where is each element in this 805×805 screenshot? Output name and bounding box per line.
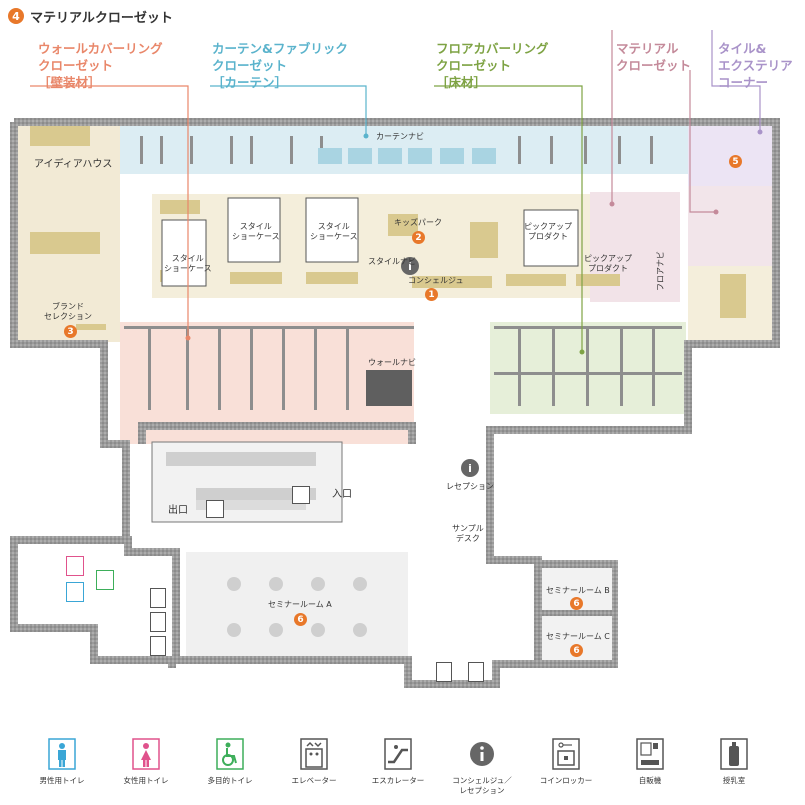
- elevator-icon[interactable]: [436, 662, 452, 682]
- tile-zone-dot: [757, 129, 763, 135]
- seminar-tables: [227, 577, 367, 637]
- male-toilet-icon: [48, 738, 76, 770]
- legend-info: コンシェルジュ／レセプション: [446, 738, 518, 796]
- floor-navi-label: フロアナビ: [656, 251, 665, 291]
- concierge-label: コンシェルジュ: [408, 276, 464, 285]
- reception-label: レセプション: [446, 482, 494, 491]
- svg-text:i: i: [468, 462, 472, 475]
- seminar-a-label: セミナールーム A: [268, 600, 332, 609]
- wall-navi-label: ウォールナビ: [368, 358, 416, 367]
- style-showcase-label-2: スタイルショーケース: [232, 222, 280, 241]
- page-title: マテリアルクローゼット: [30, 10, 173, 26]
- legend-female-toilet: 女性用トイレ: [110, 738, 182, 786]
- map-header: 4 マテリアルクローゼット: [8, 6, 173, 26]
- svg-text:i: i: [408, 260, 412, 273]
- kids-park-label: キッズパーク: [394, 218, 442, 227]
- marker-concierge[interactable]: 1: [425, 288, 438, 301]
- zone-leader-lines: [30, 30, 761, 352]
- floor-number-badge: 4: [8, 8, 24, 24]
- info-icon: [470, 742, 494, 766]
- material-zone-dot-2: [713, 209, 719, 215]
- style-showcase-label-1: スタイルショーケース: [164, 254, 212, 273]
- escalator-icon[interactable]: [292, 486, 310, 504]
- style-showcase-label-3: スタイルショーケース: [310, 222, 358, 241]
- escalator-icon: [384, 738, 412, 770]
- sample-desk-label: サンプルデスク: [452, 524, 484, 543]
- legend-vending-machine: 自販機: [614, 738, 686, 786]
- seminar-c-label: セミナールーム C: [546, 632, 610, 641]
- wallcovering-racks: [124, 326, 414, 410]
- female-toilet-icon[interactable]: [66, 556, 84, 576]
- seminar-room-a: [186, 552, 408, 656]
- curtain-zone-dot: [363, 133, 369, 139]
- marker-tile[interactable]: 5: [729, 155, 742, 168]
- elevator-icon[interactable]: [468, 662, 484, 682]
- entrance-label: 入口: [332, 489, 352, 500]
- curtain-navi-label: カーテンナビ: [376, 132, 424, 141]
- info-icon[interactable]: i: [401, 257, 419, 275]
- seminar-b-label: セミナールーム B: [546, 586, 610, 595]
- marker-brand[interactable]: 3: [64, 325, 77, 338]
- legend-accessible-toilet: 多目的トイレ: [194, 738, 266, 786]
- legend-nursing-room: 授乳室: [698, 738, 770, 786]
- curtain-tables: [318, 148, 496, 164]
- info-icon[interactable]: i: [461, 459, 479, 477]
- coin-locker-icon: [552, 738, 580, 770]
- coin-locker-icon[interactable]: [150, 588, 166, 608]
- pickup-label-1: ピックアッププロダクト: [524, 222, 572, 241]
- escalator-block: [151, 441, 343, 523]
- elevator-icon: [300, 738, 328, 770]
- floorcovering-racks: [494, 326, 682, 406]
- vending-machine-icon[interactable]: [150, 612, 166, 632]
- showcase-panels: [161, 197, 579, 287]
- male-toilet-icon[interactable]: [66, 582, 84, 602]
- accessible-toilet-icon[interactable]: [96, 570, 114, 590]
- material-zone-area-2: [688, 186, 774, 266]
- zone-label-material[interactable]: マテリアル クローゼット: [616, 41, 692, 73]
- nursing-room-icon[interactable]: [150, 636, 166, 656]
- nursing-room-icon: [720, 738, 748, 770]
- legend-coin-locker: コインロッカー: [530, 738, 602, 786]
- wall-zone-dot: [185, 335, 191, 341]
- material-zone-dot: [609, 201, 615, 207]
- marker-kids[interactable]: 2: [412, 231, 425, 244]
- pickup-label-2: ピックアッププロダクト: [584, 254, 632, 273]
- wall-navi-block: [366, 370, 412, 406]
- legend-male-toilet: 男性用トイレ: [26, 738, 98, 786]
- escalator-icon[interactable]: [206, 500, 224, 518]
- female-toilet-icon: [132, 738, 160, 770]
- idea-house-label: アイディアハウス: [34, 159, 113, 170]
- exit-label: 出口: [168, 505, 188, 516]
- marker-seminar-c[interactable]: 6: [570, 644, 583, 657]
- style-navi-label: スタイルナビ: [368, 257, 416, 266]
- accessible-toilet-icon: [216, 738, 244, 770]
- legend-escalator: エスカレーター: [362, 738, 434, 786]
- brand-selection-label: ブランドセレクション: [44, 302, 92, 321]
- floor-zone-dot: [579, 349, 585, 355]
- marker-seminar-b[interactable]: 6: [570, 597, 583, 610]
- outer-walls: [10, 118, 780, 688]
- marker-seminar-a[interactable]: 6: [294, 613, 307, 626]
- legend-elevator: エレベーター: [278, 738, 350, 786]
- vending-machine-icon: [636, 738, 664, 770]
